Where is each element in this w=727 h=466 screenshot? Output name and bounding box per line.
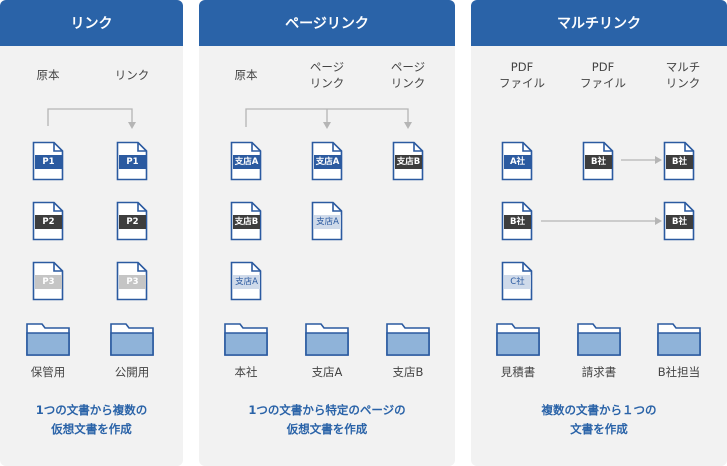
document-icon: 支店B: [230, 201, 262, 241]
column-label: 原本: [36, 68, 60, 82]
document-label: P2: [119, 215, 146, 229]
arrow-icon: [655, 156, 662, 164]
document-icon: B社: [663, 201, 695, 241]
folder-icon: [577, 323, 621, 356]
document-label: 支店A: [233, 275, 260, 289]
document-icon: P2: [32, 201, 64, 241]
folder-label: 公開用: [114, 365, 150, 379]
document-label: P2: [35, 215, 62, 229]
document-label: 支店B: [233, 215, 260, 229]
panel-title: リンク: [0, 0, 183, 46]
document-icon: 支店B: [392, 141, 424, 181]
arrow-icon: [404, 122, 412, 129]
connector-lines: [541, 156, 662, 225]
document-label: B社: [504, 215, 531, 229]
folder-label: 支店A: [311, 365, 343, 379]
document-label: C社: [504, 275, 531, 289]
connector-lines: [245, 108, 412, 129]
document-icon: B社: [582, 141, 614, 181]
folder-icon: [26, 323, 70, 356]
document-icon: P1: [32, 141, 64, 181]
column-label: PDF ファイル: [580, 60, 626, 90]
panel-title: マルチリンク: [471, 0, 727, 46]
folder-icon: [305, 323, 349, 356]
folder-label: 本社: [234, 365, 258, 379]
document-label: 支店A: [233, 155, 260, 169]
folder-icon: [386, 323, 430, 356]
document-label: 支店A: [314, 215, 341, 229]
document-label: 支店A: [314, 155, 341, 169]
column-label: リンク: [114, 68, 150, 82]
document-icon: B社: [501, 201, 533, 241]
document-icon: 支店A: [311, 201, 343, 241]
document-label: 支店B: [395, 155, 422, 169]
folder-label: 見積書: [500, 365, 536, 379]
folder-label: 保管用: [30, 365, 66, 379]
column-label: 原本: [234, 68, 258, 82]
document-icon: P1: [116, 141, 148, 181]
connector-lines: [47, 108, 136, 129]
column-label: マルチ リンク: [665, 60, 701, 90]
arrow-icon: [323, 122, 331, 129]
document-label: P1: [119, 155, 146, 169]
document-icon: 支店A: [230, 141, 262, 181]
document-label: B社: [585, 155, 612, 169]
panel-caption: 1つの文書から複数の 仮想文書を作成: [35, 403, 148, 436]
column-label: ページ リンク: [309, 60, 345, 90]
panel-link: リンク 原本 リンク P1 P1 P2 P2 P3: [0, 0, 183, 466]
panel-title: ページリンク: [199, 0, 455, 46]
folder-label: B社担当: [657, 365, 701, 379]
folder-label: 支店B: [392, 365, 424, 379]
document-icon: P3: [32, 261, 64, 301]
document-icon: P3: [116, 261, 148, 301]
folder-label: 請求書: [581, 365, 617, 379]
document-label: P3: [35, 275, 62, 289]
document-icon: B社: [663, 141, 695, 181]
document-icon: P2: [116, 201, 148, 241]
document-icon: A社: [501, 141, 533, 181]
column-label: PDF ファイル: [499, 60, 545, 90]
panel-caption: 複数の文書から１つの 文書を作成: [541, 403, 657, 436]
panel-page-link: ページリンク 原本 ページ リンク ページ リンク 支店A 支店A 支店B 支店…: [199, 0, 455, 466]
folder-icon: [110, 323, 154, 356]
document-label: B社: [666, 215, 693, 229]
arrow-icon: [655, 217, 662, 225]
document-label: B社: [666, 155, 693, 169]
panel-multi-link: マルチリンク PDF ファイル PDF ファイル マルチ リンク A社 B社 B…: [471, 0, 727, 466]
folder-icon: [657, 323, 701, 356]
document-icon: 支店A: [311, 141, 343, 181]
folder-icon: [224, 323, 268, 356]
column-label: ページ リンク: [390, 60, 426, 90]
document-icon: C社: [501, 261, 533, 301]
document-label: P1: [35, 155, 62, 169]
arrow-icon: [128, 122, 136, 129]
folder-icon: [496, 323, 540, 356]
document-label: A社: [504, 155, 531, 169]
document-label: P3: [119, 275, 146, 289]
panel-caption: 1つの文書から特定のページの 仮想文書を作成: [248, 403, 406, 436]
document-icon: 支店A: [230, 261, 262, 301]
